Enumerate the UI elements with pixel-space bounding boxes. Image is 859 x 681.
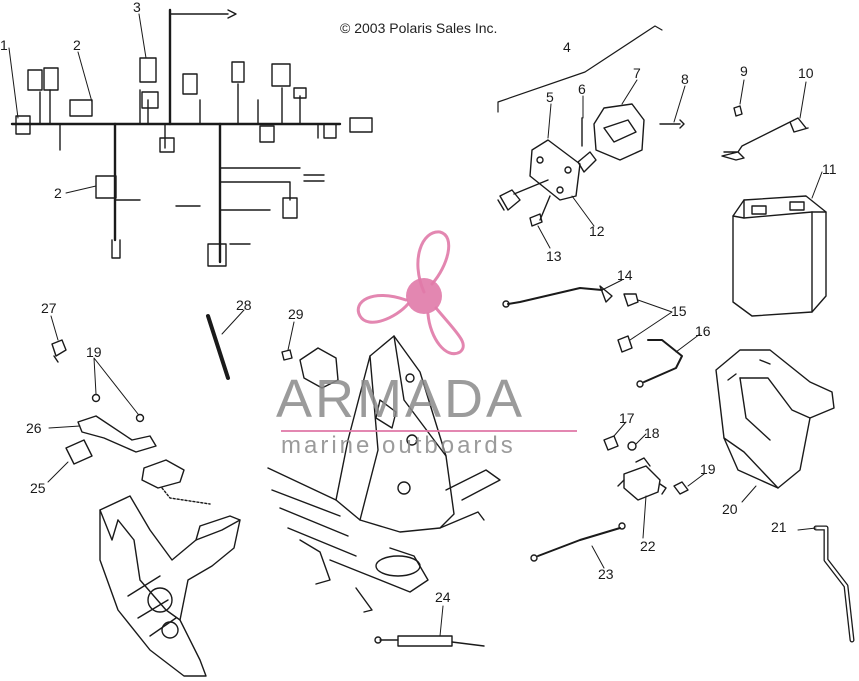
watermark-rule <box>281 430 577 432</box>
callout-2b: 2 <box>54 185 62 201</box>
vent-tube-inner <box>814 526 854 642</box>
callout-12: 12 <box>589 223 605 239</box>
callout-19b: 19 <box>86 344 102 360</box>
callout-21: 21 <box>771 519 787 535</box>
callout-8: 8 <box>681 71 689 87</box>
propeller-hub-icon <box>406 278 442 314</box>
callout-2: 2 <box>73 37 81 53</box>
callout-18: 18 <box>644 425 660 441</box>
watermark-tagline: marine outboards <box>281 432 516 459</box>
cable-14 <box>507 287 603 305</box>
callout-5: 5 <box>546 89 554 105</box>
callout-3: 3 <box>133 0 141 15</box>
copyright-notice: © 2003 Polaris Sales Inc. <box>340 20 498 36</box>
fastener-29 <box>281 349 293 361</box>
callout-16: 16 <box>695 323 711 339</box>
bracket-26 <box>77 415 157 453</box>
cable-23 <box>537 527 621 557</box>
battery-strap <box>721 117 809 161</box>
callout-6: 6 <box>578 81 586 97</box>
fastener-19a <box>91 393 101 403</box>
clamp <box>141 459 185 489</box>
pad-25 <box>65 439 93 465</box>
callout-19: 19 <box>700 461 716 477</box>
callout-29: 29 <box>288 306 304 322</box>
callout-23: 23 <box>598 566 614 582</box>
callout-9: 9 <box>740 63 748 79</box>
watermark-brand: ARMADA <box>276 369 526 429</box>
center-frame <box>267 335 501 613</box>
grommet-27 <box>51 339 67 357</box>
callout-25: 25 <box>30 480 46 496</box>
fastener-19b <box>135 413 145 423</box>
battery-box <box>715 349 835 489</box>
callout-1: 1 <box>0 37 8 53</box>
fastener-15a <box>623 293 639 307</box>
resistor-24 <box>397 635 453 647</box>
front-frame <box>99 495 241 677</box>
cable-16 <box>643 339 683 383</box>
assembly-bracket-line <box>497 25 663 113</box>
wiring-harness <box>10 8 373 267</box>
vent-tube-outer <box>813 525 855 643</box>
battery <box>732 195 827 317</box>
callout-15: 15 <box>671 303 687 319</box>
solenoid <box>617 457 667 501</box>
callout-24: 24 <box>435 589 451 605</box>
fastener-15b <box>617 335 633 353</box>
callout-28: 28 <box>236 297 252 313</box>
cable-14-terminal <box>502 300 510 308</box>
propeller-logo-icon <box>356 230 465 356</box>
callout-20: 20 <box>722 501 738 517</box>
callout-17: 17 <box>619 410 635 426</box>
callout-22: 22 <box>640 538 656 554</box>
washer-18 <box>627 441 637 451</box>
callout-11: 11 <box>822 161 837 177</box>
callout-4: 4 <box>563 39 571 55</box>
bulb-9 <box>733 105 743 117</box>
callout-10: 10 <box>798 65 814 81</box>
strap-28 <box>206 314 230 380</box>
callout-14: 14 <box>617 267 633 283</box>
callout-13: 13 <box>546 248 562 264</box>
nut-17 <box>603 435 619 451</box>
mount-block <box>299 347 339 389</box>
callout-26: 26 <box>26 420 42 436</box>
nut-19-right <box>673 481 689 495</box>
lamp-assembly <box>497 103 685 227</box>
callout-7: 7 <box>633 65 641 81</box>
leader-lines <box>8 13 823 637</box>
callout-27: 27 <box>41 300 57 316</box>
